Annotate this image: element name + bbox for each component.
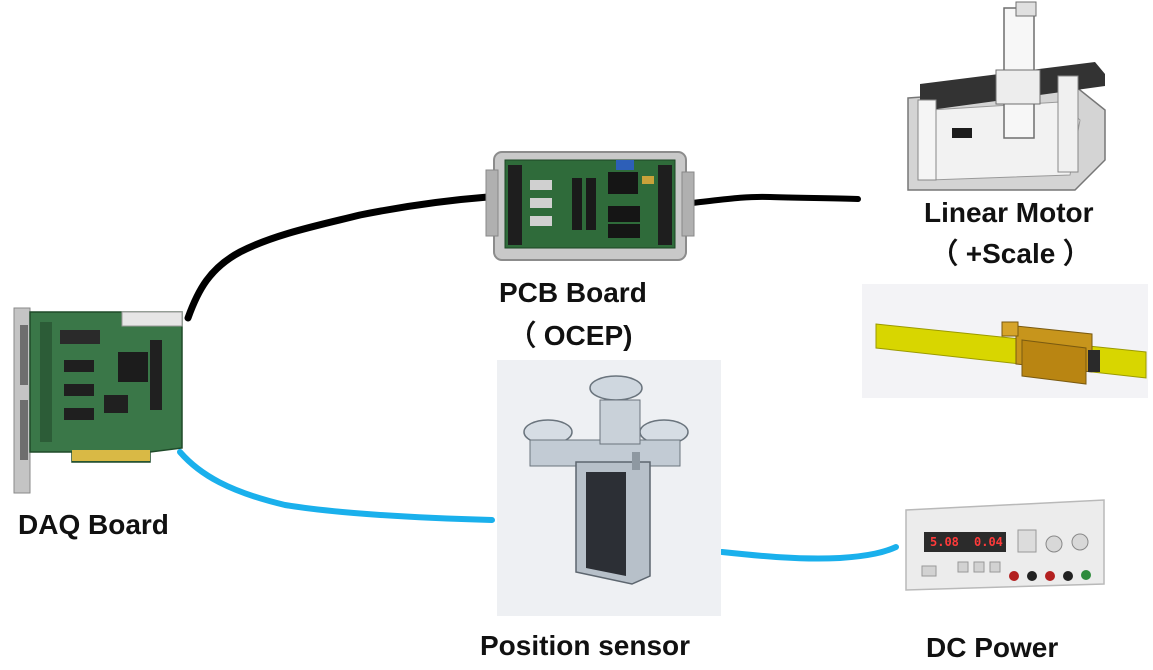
wire-sensor-to-power	[719, 544, 899, 562]
power-display-left: 5.08	[930, 535, 959, 549]
linear-scale-icon	[862, 284, 1148, 398]
linear-motor-sublabel: （ +Scale ）	[930, 238, 1092, 269]
pcb-board-label: PCB Board	[499, 277, 647, 308]
linear-motor-label: Linear Motor	[924, 197, 1094, 228]
position-sensor-icon	[497, 360, 721, 616]
wire-daq-to-pcb	[184, 193, 492, 322]
linear-motor-icon	[907, 1, 1106, 191]
pcb-board-icon	[485, 151, 695, 261]
wire-daq-to-sensor	[177, 449, 495, 523]
dc-power-label: DC Power	[926, 632, 1059, 663]
daq-board-icon	[13, 307, 183, 494]
power-display-right: 0.04	[974, 535, 1003, 549]
daq-board-label: DAQ Board	[18, 509, 169, 540]
position-sensor-label: Position sensor	[480, 630, 691, 661]
wire-pcb-to-motor	[689, 193, 861, 206]
dc-power-supply-icon	[905, 499, 1105, 591]
pcb-board-sublabel: （ OCEP)	[508, 320, 633, 351]
